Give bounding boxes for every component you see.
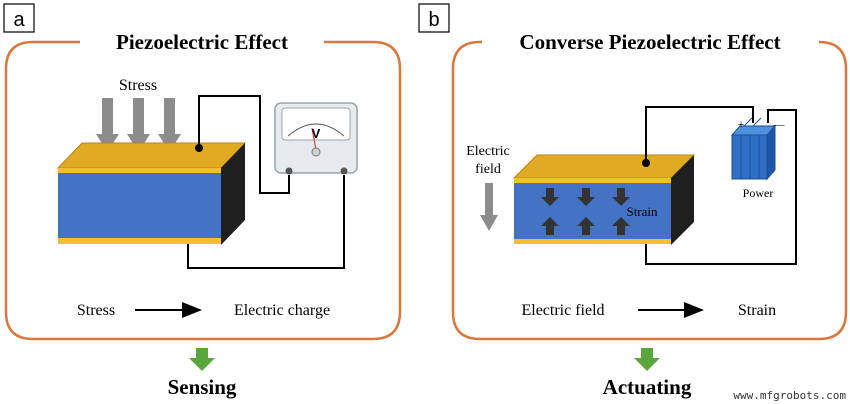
up-arrow-icon: [577, 217, 595, 235]
down-arrow-icon: [480, 183, 498, 231]
down-arrow-icon: [634, 348, 660, 371]
panel-a: a Piezoelectric Effect Stress: [3, 3, 402, 399]
outcome-b: Actuating: [603, 375, 692, 399]
panel-a-letter: a: [13, 9, 25, 31]
relation-a-left: Stress: [77, 302, 115, 319]
power-label: Power: [743, 186, 774, 200]
minus-sign: —: [773, 119, 786, 131]
voltmeter-icon: V: [274, 102, 358, 175]
wires-a: [187, 95, 345, 269]
down-arrow-icon: [612, 188, 630, 206]
panel-b-letter-box: b: [418, 3, 450, 33]
strain-label: Strain: [626, 204, 658, 219]
panel-b-title: Converse Piezoelectric Effect: [519, 30, 780, 54]
voltmeter-symbol: V: [312, 126, 321, 141]
relation-b-right: Strain: [738, 302, 776, 319]
down-arrow-icon: [189, 348, 215, 371]
stress-label: Stress: [119, 77, 157, 94]
plus-sign: +: [738, 117, 745, 131]
panel-a-frame: [4, 40, 402, 341]
relation-b-left: Electric field: [521, 302, 604, 319]
watermark: www.mfgrobots.com: [733, 389, 846, 402]
strain-arrows: [541, 188, 630, 235]
battery-icon: [730, 117, 777, 181]
outcome-a: Sensing: [168, 375, 237, 399]
panel-a-letter-box: a: [3, 3, 35, 33]
down-arrow-icon: [577, 188, 595, 206]
panel-a-title: Piezoelectric Effect: [116, 30, 288, 54]
piezo-element-a: [56, 142, 247, 245]
field-label-line2: field: [475, 162, 501, 177]
up-arrow-icon: [541, 217, 559, 235]
panel-b-letter: b: [428, 9, 439, 31]
down-arrow-icon: [541, 188, 559, 206]
panel-b-frame: [451, 40, 848, 341]
panel-b: b Converse Piezoelectric Effect Electric…: [418, 3, 848, 399]
up-arrow-icon: [612, 217, 630, 235]
wires-b: [642, 106, 797, 265]
relation-a-right: Electric charge: [234, 302, 330, 319]
field-label-line1: Electric: [466, 144, 510, 159]
piezo-element-b: [512, 154, 696, 245]
